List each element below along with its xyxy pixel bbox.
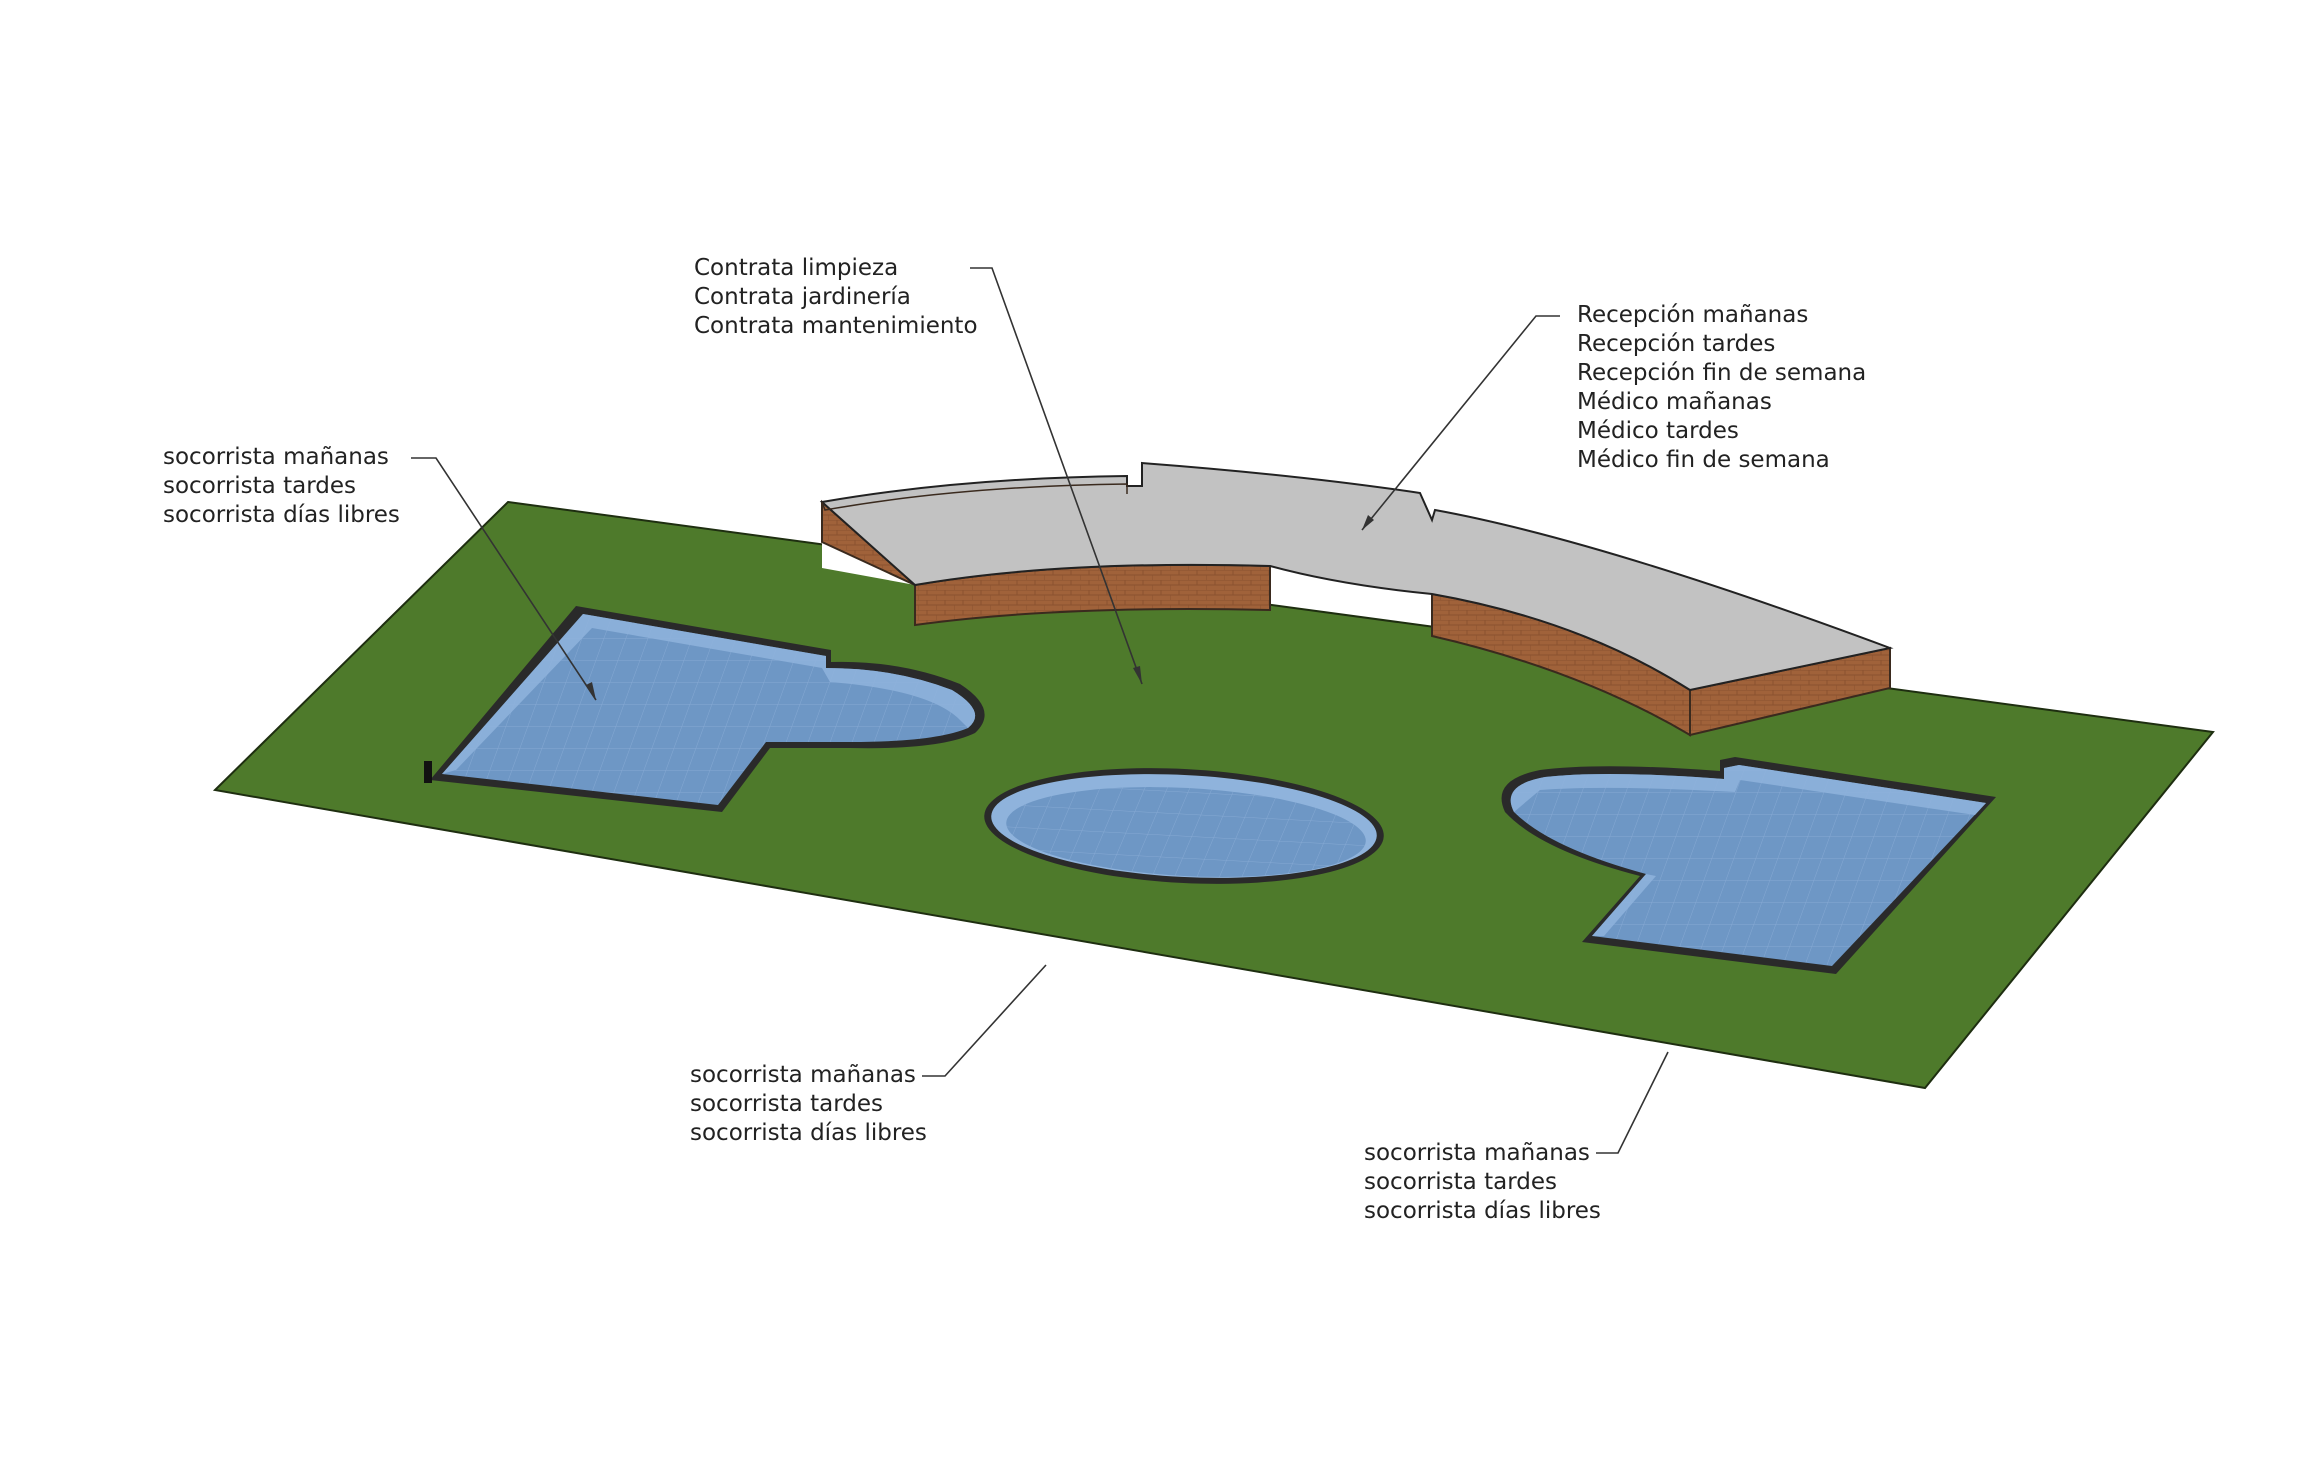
leader-garden bbox=[970, 267, 1143, 685]
label-line: socorrista mañanas bbox=[1364, 1140, 1590, 1166]
label-line: Médico tardes bbox=[1577, 418, 1739, 444]
label-line: socorrista tardes bbox=[690, 1091, 883, 1117]
leader-center-pool bbox=[922, 964, 1047, 1077]
label-line: socorrista días libres bbox=[1364, 1198, 1601, 1224]
label-line: Contrata mantenimiento bbox=[694, 313, 978, 339]
label-line: socorrista tardes bbox=[163, 473, 356, 499]
building-reception bbox=[819, 461, 1894, 737]
label-line: Recepción fin de semana bbox=[1577, 360, 1867, 386]
label-line: socorrista mañanas bbox=[690, 1062, 916, 1088]
label-right-pool: socorrista mañanas socorrista tardes soc… bbox=[1364, 1139, 1601, 1226]
leader-left-pool bbox=[411, 457, 597, 701]
label-line: Médico fin de semana bbox=[1577, 447, 1830, 473]
label-line: Recepción tardes bbox=[1577, 331, 1776, 357]
pool-center-water bbox=[1006, 787, 1366, 877]
label-building: Recepción mañanas Recepción tardes Recep… bbox=[1577, 301, 1866, 475]
label-line: Contrata limpieza bbox=[694, 255, 899, 281]
pool-left-water bbox=[442, 614, 976, 805]
label-left-pool: socorrista mañanas socorrista tardes soc… bbox=[163, 443, 400, 530]
label-line: Recepción mañanas bbox=[1577, 302, 1809, 328]
label-line: socorrista tardes bbox=[1364, 1169, 1557, 1195]
leader-building bbox=[1361, 315, 1560, 531]
label-garden: Contrata limpieza Contrata jardinería Co… bbox=[694, 254, 978, 341]
label-center-pool: socorrista mañanas socorrista tardes soc… bbox=[690, 1061, 927, 1148]
pool-right-water bbox=[1510, 765, 1986, 966]
label-line: socorrista mañanas bbox=[163, 444, 389, 470]
leader-right-pool bbox=[1596, 1051, 1669, 1154]
pool-right bbox=[1501, 757, 1996, 974]
label-line: Médico mañanas bbox=[1577, 389, 1772, 415]
label-line: Contrata jardinería bbox=[694, 284, 911, 310]
label-line: socorrista días libres bbox=[163, 502, 400, 528]
label-line: socorrista días libres bbox=[690, 1120, 927, 1146]
pool-center bbox=[984, 768, 1384, 884]
leader-lines bbox=[411, 267, 1669, 1154]
